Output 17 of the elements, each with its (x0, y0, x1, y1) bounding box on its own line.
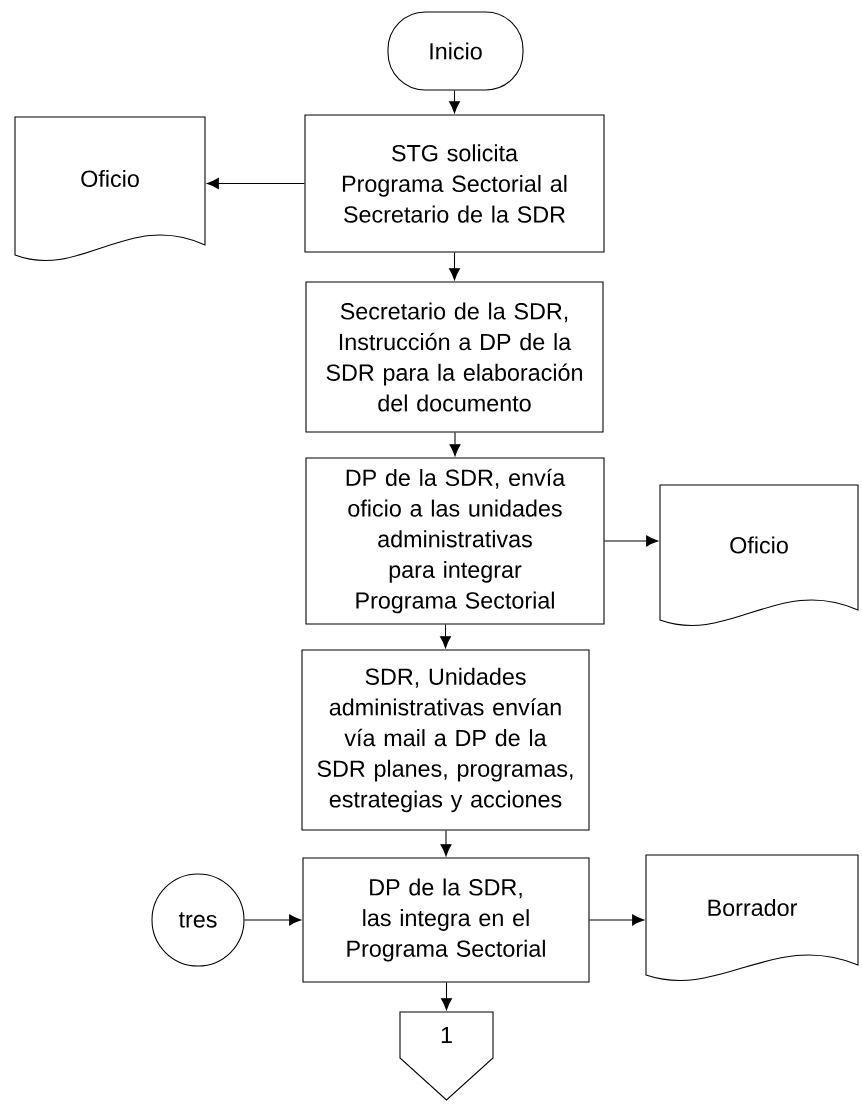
arrow (589, 914, 645, 926)
arrow (440, 624, 451, 649)
process-box: DP de la SDR, las integra en el Programa Sectorial (302, 857, 590, 983)
arrow (449, 90, 460, 114)
process-box: Secretario de la SDR, Instrucción a DP de la SDR para la elaboración del documento (305, 281, 604, 433)
arrow (441, 982, 452, 1011)
arrow (604, 535, 659, 547)
arrow (449, 432, 461, 457)
off-page-connector: 1 (399, 1011, 494, 1101)
process-box: STG solicita Programa Sectorial al Secretario de la SDR (304, 114, 605, 253)
arrow (440, 830, 452, 857)
arrow (449, 252, 460, 281)
arrow (206, 178, 305, 189)
arrow (244, 914, 302, 926)
start-terminal: Inicio (387, 11, 524, 91)
process-box: SDR, Unidades administrativas envían vía mail a DP de la SDR planes, programas, estrategias y acciones (301, 649, 590, 831)
process-box: DP de la SDR, envía oficio a las unidades administrativas para integrar Programa Sectorial (305, 457, 605, 625)
